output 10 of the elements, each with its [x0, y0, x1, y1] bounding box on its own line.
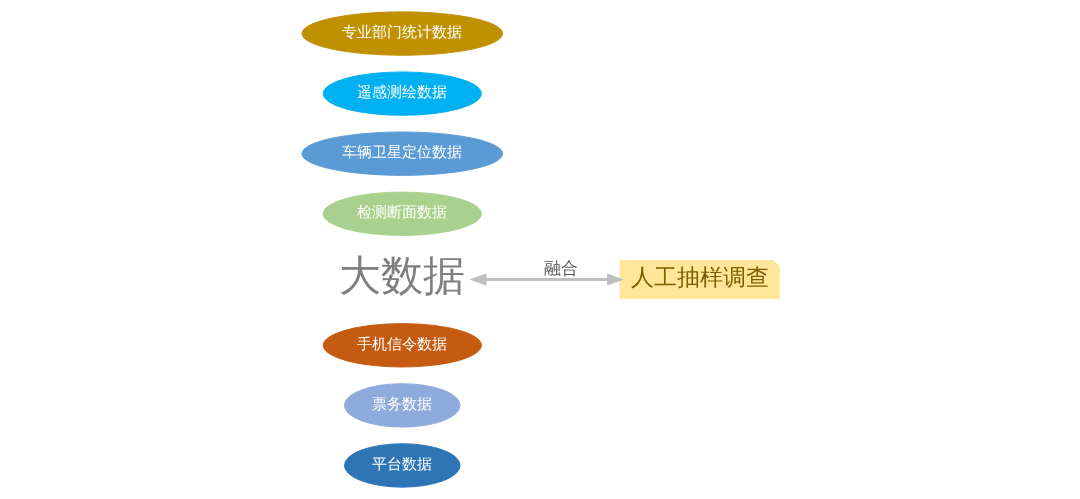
- node-ellipse: 检测断面数据: [322, 191, 482, 236]
- node-ellipse: 票务数据: [343, 383, 461, 428]
- node-ellipse: 平台数据: [343, 443, 461, 488]
- edge-label: 融合: [543, 258, 578, 279]
- node-ellipse: 车辆卫星定位数据: [300, 131, 503, 176]
- node-ellipse: 手机信令数据: [322, 323, 482, 368]
- arrow: [468, 273, 624, 286]
- node-ellipse: 遥感测绘数据: [322, 71, 482, 116]
- node-text: 大数据: [338, 253, 465, 300]
- node-ellipse: 专业部门统计数据: [300, 11, 503, 56]
